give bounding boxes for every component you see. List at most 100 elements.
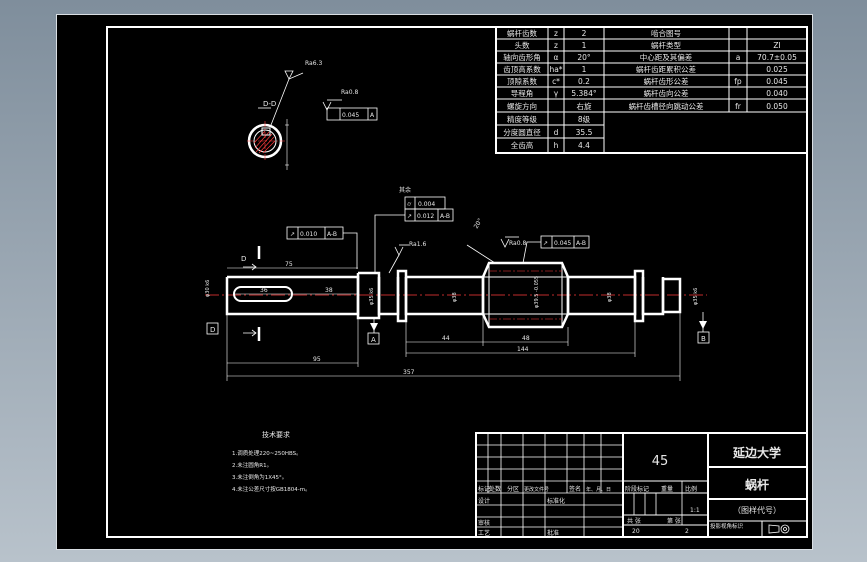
drawing-sheet: 蜗杆齿数 z 2 啮合图号 头数 z 1 蜗杆类型 ZI 轴向齿形角 α 20°… (56, 14, 813, 550)
tb-projection: 投影视角标识 (710, 522, 744, 530)
tb-label-mark: 标记 (478, 485, 490, 493)
pt-r4-val: 0.2 (578, 77, 590, 86)
tb-design: 设计 (478, 497, 490, 505)
svg-text:20°: 20° (473, 217, 484, 230)
tb-drawing-code: （图样代号） (733, 505, 781, 515)
tech-item-2: 2.未注圆角R1。 (232, 461, 272, 469)
svg-text:φ30 k6: φ30 k6 (205, 280, 211, 297)
pt-r4-name2: 蜗杆齿形公差 (644, 76, 689, 86)
tb-num-val: 2 (685, 528, 689, 535)
pt-r8-sym: d (554, 128, 559, 137)
pt-r2-name2: 中心距及其偏差 (640, 52, 693, 62)
section-tol: 0.045 (342, 112, 359, 119)
pt-r6-sym2: fr (735, 102, 742, 111)
tb-label-date: 年、月、日 (586, 486, 611, 493)
tech-item-1: 1.调质处理220~250HBS。 (232, 449, 302, 457)
tech-title: 技术要求 (262, 430, 290, 439)
title-block: 标记 处数 分区 更改文件号 签名 年、月、日 设计 标准化 审核 工艺 批准 … (475, 432, 808, 538)
pt-r9-val: 4.4 (578, 141, 590, 150)
pt-r1-val: 1 (582, 41, 587, 50)
ra-08: Ra0.8 (509, 240, 526, 247)
dim-38: 38 (325, 287, 333, 294)
tb-sheet-no: 第 张 (667, 517, 681, 525)
pt-r0-name: 蜗杆齿数 (507, 28, 537, 38)
pt-r2-val: 20° (577, 53, 591, 62)
pt-r6-name: 螺旋方向 (507, 101, 537, 111)
svg-text:φ35 k6: φ35 k6 (369, 288, 375, 305)
pt-r8-val: 35.5 (576, 128, 593, 137)
tb-scale-label: 比例 (685, 485, 697, 493)
tech-requirements: 技术要求 1.调质处理220~250HBS。 2.未注圆角R1。 3.未注倒角为… (232, 430, 311, 493)
fc3-tol: 0.045 (554, 240, 571, 247)
pt-r5-val2: 0.040 (766, 89, 788, 98)
tb-university: 延边大学 (732, 445, 781, 460)
section-datum: A (370, 112, 375, 119)
svg-text:φ39.5 -0.055: φ39.5 -0.055 (534, 276, 540, 308)
pt-r0-name2: 啮合图号 (651, 28, 681, 38)
pt-r1-sym: z (554, 41, 558, 50)
svg-text:⌭: ⌭ (407, 201, 412, 208)
pt-r8-name: 分度圆直径 (503, 127, 541, 137)
pt-r7-name: 精度等级 (507, 114, 537, 124)
tech-item-3: 3.未注倒角为1X45°。 (232, 473, 287, 481)
section-roughness: Ra6.3 (305, 60, 322, 67)
pt-r7-val: 8级 (578, 114, 591, 124)
pt-r2-sym2: a (736, 53, 741, 62)
pt-r1-val2: ZI (773, 41, 780, 50)
datum-d-lower: D (210, 326, 215, 334)
tb-review: 审核 (478, 519, 490, 527)
pt-r4-sym: c* (552, 77, 560, 86)
pt-r0-val: 2 (582, 29, 587, 38)
pt-r4-val2: 0.045 (766, 77, 788, 86)
datum-b: B (701, 335, 706, 343)
pt-r5-name: 导程角 (511, 88, 534, 98)
pt-r4-name: 顶隙系数 (507, 76, 537, 86)
pt-r3-name2: 蜗杆齿距累积公差 (636, 64, 696, 74)
pt-r6-name2: 蜗杆齿槽径向跳动公差 (629, 101, 704, 111)
tb-drawing-title: 蜗杆 (745, 477, 769, 492)
tb-approve: 批准 (547, 529, 559, 537)
pt-r2-sym: α (554, 53, 559, 62)
fc2b-tol: 0.012 (417, 213, 434, 220)
tb-label-zone: 分区 (507, 485, 519, 493)
pt-r2-val2: 70.7±0.05 (757, 53, 797, 62)
svg-text:φ38: φ38 (607, 292, 613, 302)
dim-75: 75 (285, 261, 293, 268)
tb-label-docno: 更改文件号 (524, 486, 549, 493)
shaft-main-view: φ30 k6 φ35 k6 φ38 φ39.5 -0.055 φ38 φ35 k… (205, 186, 710, 381)
ra-16: Ra1.6 (409, 241, 426, 248)
dim-44: 44 (442, 335, 450, 342)
pt-r4-sym2: fp (734, 77, 742, 86)
projection-symbol-icon (768, 524, 790, 534)
tb-label-count: 处数 (489, 485, 501, 493)
svg-text:↗: ↗ (543, 240, 548, 247)
tb-standard: 标准化 (547, 497, 565, 505)
datum-d-upper: D (241, 255, 246, 263)
fc2a: 0.004 (418, 201, 435, 208)
pt-r3-val2: 0.025 (766, 65, 788, 74)
tb-stage-val: 20 (632, 528, 640, 535)
dim-144: 144 (517, 346, 529, 353)
tb-weight-label: 重量 (661, 485, 673, 493)
tb-sheet-total: 共 张 (627, 517, 641, 525)
pt-r6-val2: 0.050 (766, 102, 788, 111)
tb-material: 45 (652, 454, 669, 469)
fc1-ref: A-B (327, 231, 337, 238)
pt-r5-name2: 蜗杆齿向公差 (644, 88, 689, 98)
dim-357: 357 (403, 369, 415, 376)
dim-95: 95 (313, 356, 321, 363)
params-table: 蜗杆齿数 z 2 啮合图号 头数 z 1 蜗杆类型 ZI 轴向齿形角 α 20°… (495, 26, 808, 154)
svg-text:↗: ↗ (290, 231, 295, 238)
drawing-svg: 蜗杆齿数 z 2 啮合图号 头数 z 1 蜗杆类型 ZI 轴向齿形角 α 20°… (106, 26, 808, 538)
pt-r5-val: 5.384° (571, 89, 596, 98)
tb-label-sign: 签名 (569, 485, 581, 493)
dim-48: 48 (522, 335, 530, 342)
section-view-dd: D-D Ra6.3 (247, 60, 378, 170)
pt-r1-name2: 蜗杆类型 (651, 40, 681, 50)
pt-r1-name: 头数 (515, 40, 530, 50)
section-label: D-D (263, 100, 276, 108)
pt-r9-sym: h (554, 141, 559, 150)
pt-r3-name: 齿顶高系数 (503, 64, 541, 74)
section-roughness2: Ra0.8 (341, 89, 358, 96)
